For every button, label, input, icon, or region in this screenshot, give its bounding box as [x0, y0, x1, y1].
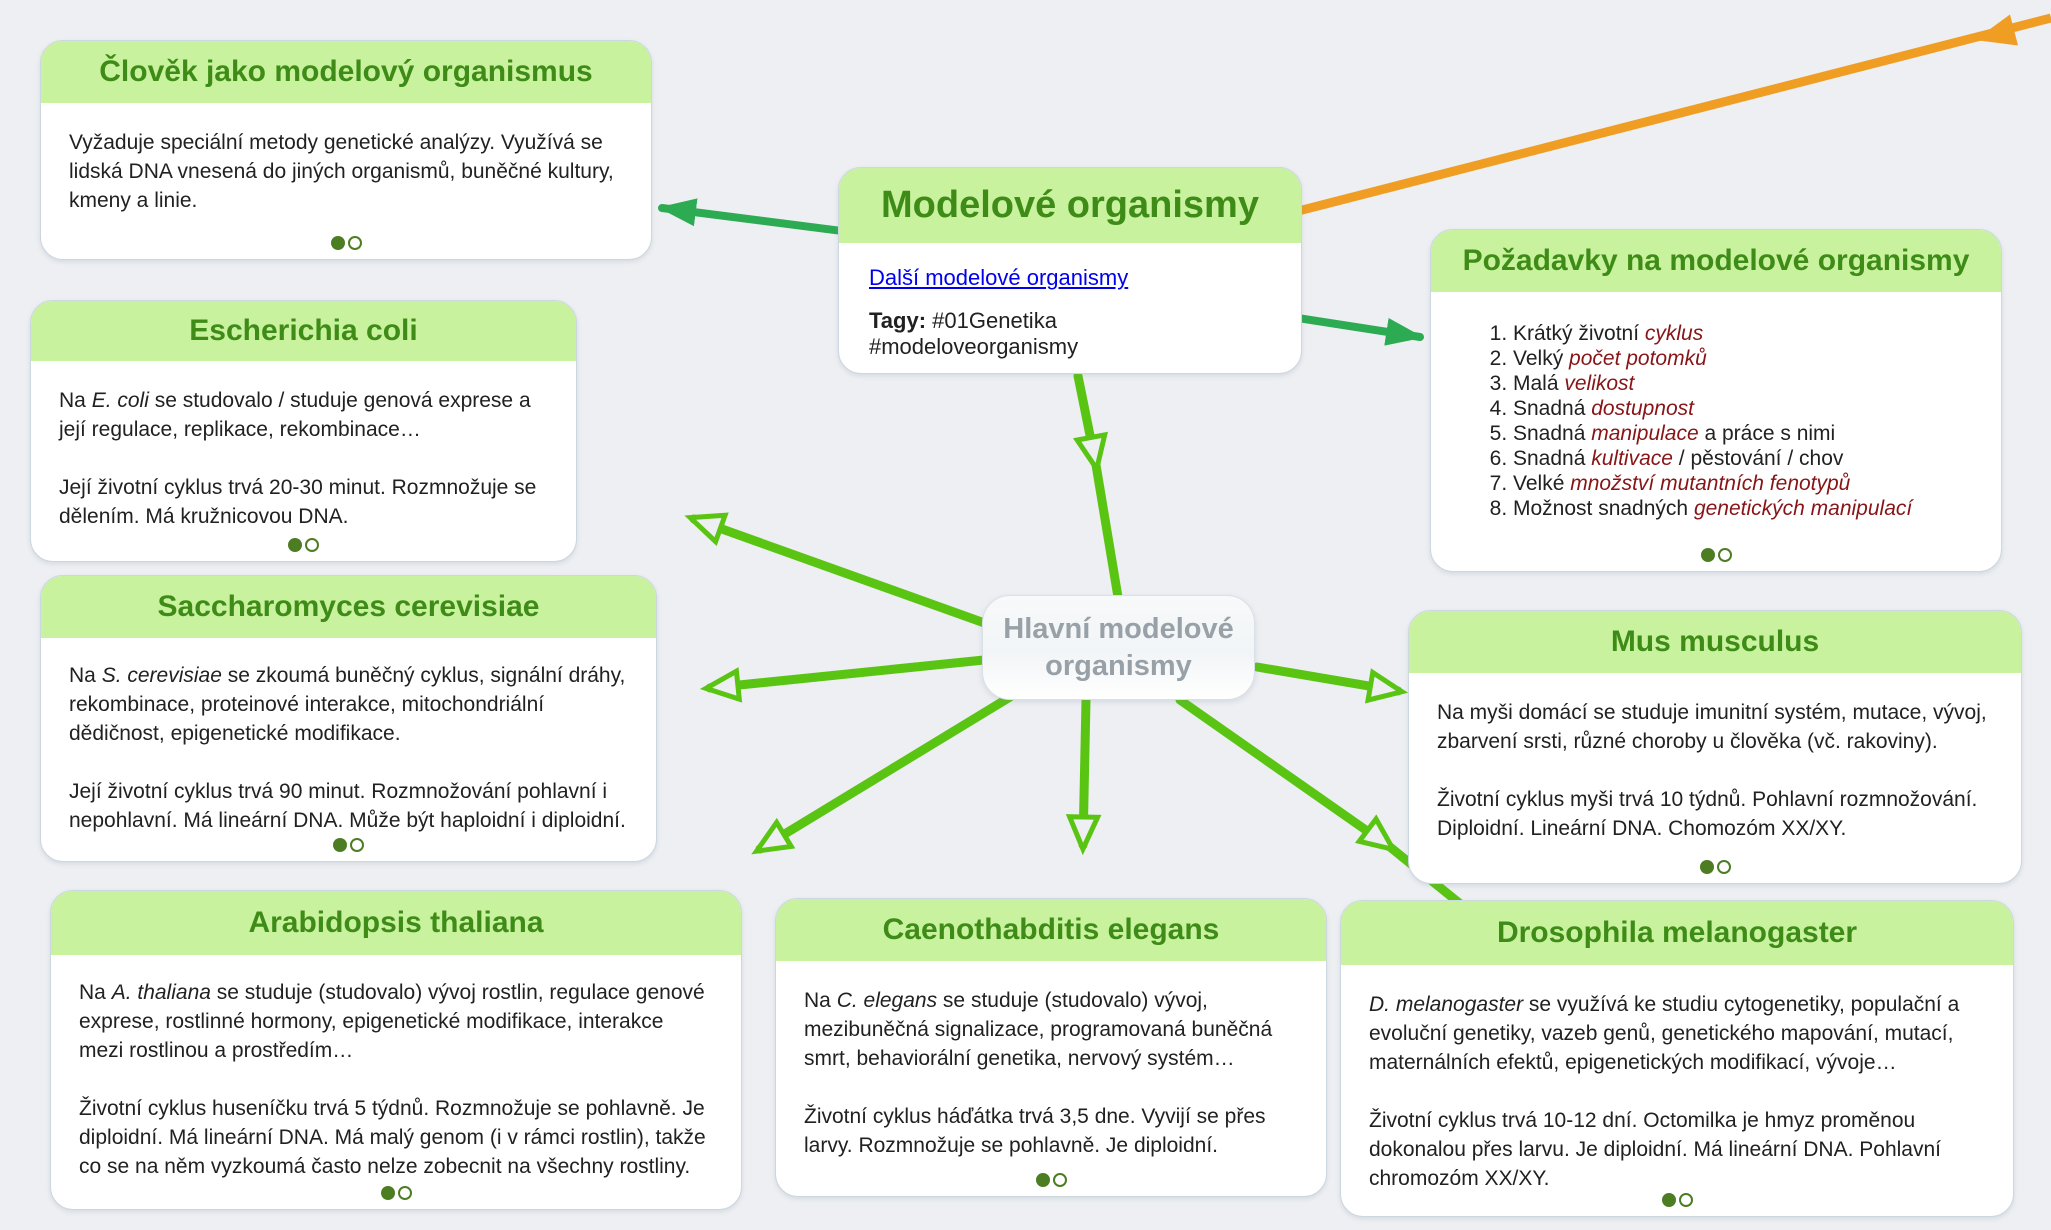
pager: [1341, 1193, 2013, 1207]
pager-dot-empty[interactable]: [1052, 1173, 1067, 1187]
pager-dot-empty[interactable]: [1678, 1193, 1693, 1207]
pager-dot-empty[interactable]: [1716, 860, 1731, 874]
card-modelove-organismy[interactable]: Modelové organismy Další modelové organi…: [838, 167, 1302, 374]
card-title: Člověk jako modelový organismus: [41, 41, 651, 103]
card-body: Na A. thaliana se studuje (studovalo) vý…: [79, 981, 706, 1178]
card-title: Drosophila melanogaster: [1341, 901, 2013, 965]
card-body: Na E. coli se studovalo / studuje genová…: [59, 389, 537, 528]
card-caenothabditis-elegans[interactable]: Caenothabditis elegans Na C. elegans se …: [775, 898, 1327, 1197]
pager: [776, 1173, 1326, 1187]
tags-line: Tagy: #01Genetika #modeloveorganismy: [869, 308, 1271, 360]
arrow-to-arabidopsis: [751, 692, 1015, 855]
arrow-to-ecoli: [684, 512, 995, 630]
arrow-to-saccharomyces: [699, 655, 989, 703]
pager: [51, 1186, 741, 1200]
pager-dot-filled[interactable]: [380, 1186, 395, 1200]
card-body: Na C. elegans se studuje (studovalo) výv…: [804, 989, 1273, 1157]
pager-dot-empty[interactable]: [1717, 548, 1732, 562]
central-body: Další modelové organismy Tagy: #01Geneti…: [839, 243, 1301, 368]
arrow-to-drosophila: [1175, 695, 1479, 920]
pager-dot-filled[interactable]: [333, 838, 347, 852]
pager-dot-empty[interactable]: [397, 1186, 412, 1200]
pager-dot-filled[interactable]: [1699, 860, 1714, 874]
card-body: Na S. cerevisiae se zkoumá buněčný cyklu…: [69, 664, 626, 832]
arrow-orange-head: [1975, 14, 2018, 46]
pager-dot-filled[interactable]: [1700, 548, 1715, 562]
pager-dot-filled[interactable]: [288, 538, 302, 552]
tags-label: Tagy:: [869, 308, 927, 333]
pager-dot-filled[interactable]: [1661, 1193, 1676, 1207]
pager: [41, 838, 656, 852]
arrow-central-to-hub: [1072, 371, 1123, 602]
card-pozadavky-na-modelove-organismy[interactable]: Požadavky na modelové organismy Krátký ž…: [1430, 229, 2002, 572]
card-title: Saccharomyces cerevisiae: [41, 576, 656, 638]
card-mus-musculus[interactable]: Mus musculus Na myši domácí se studuje i…: [1408, 610, 2022, 884]
central-title: Modelové organismy: [839, 168, 1301, 243]
card-arabidopsis-thaliana[interactable]: Arabidopsis thaliana Na A. thaliana se s…: [50, 890, 742, 1210]
pager: [31, 538, 576, 552]
card-title: Požadavky na modelové organismy: [1431, 230, 2001, 292]
card-escherichia-coli[interactable]: Escherichia coli Na E. coli se studovalo…: [30, 300, 577, 562]
card-saccharomyces-cerevisiae[interactable]: Saccharomyces cerevisiae Na S. cerevisia…: [40, 575, 657, 862]
card-clovek-jako-modelovy-organismus[interactable]: Člověk jako modelový organismus Vyžaduje…: [40, 40, 652, 260]
pager-dot-filled[interactable]: [1035, 1173, 1050, 1187]
tags-value: #01Genetika #modeloveorganismy: [869, 308, 1079, 359]
arrow-to-caenorhabditis: [1065, 695, 1102, 856]
card-title: Arabidopsis thaliana: [51, 891, 741, 955]
card-body: D. melanogaster se využívá ke studiu cyt…: [1369, 993, 1960, 1190]
dalsi-modelove-organismy-link[interactable]: Další modelové organismy: [869, 265, 1129, 290]
card-body: Na myši domácí se studuje imunitní systé…: [1437, 701, 1987, 840]
card-body: Krátký životní cyklusVelký počet potomků…: [1431, 292, 2001, 530]
arrow-to-mus-musculus: [1252, 662, 1409, 704]
card-title: Mus musculus: [1409, 611, 2021, 673]
pager-dot-empty[interactable]: [350, 838, 364, 852]
card-body: Vyžaduje speciální metody genetické anal…: [69, 131, 614, 212]
pager-dot-filled[interactable]: [330, 236, 345, 250]
hub-hlavni-modelove-organismy[interactable]: Hlavní modelové organismy: [982, 595, 1255, 700]
pager: [1431, 548, 2001, 562]
card-drosophila-melanogaster[interactable]: Drosophila melanogaster D. melanogaster …: [1340, 900, 2014, 1217]
card-title: Escherichia coli: [31, 301, 576, 361]
pager: [41, 236, 651, 250]
card-title: Caenothabditis elegans: [776, 899, 1326, 961]
pager-dot-empty[interactable]: [305, 538, 319, 552]
pager: [1409, 860, 2021, 874]
pager-dot-empty[interactable]: [347, 236, 362, 250]
